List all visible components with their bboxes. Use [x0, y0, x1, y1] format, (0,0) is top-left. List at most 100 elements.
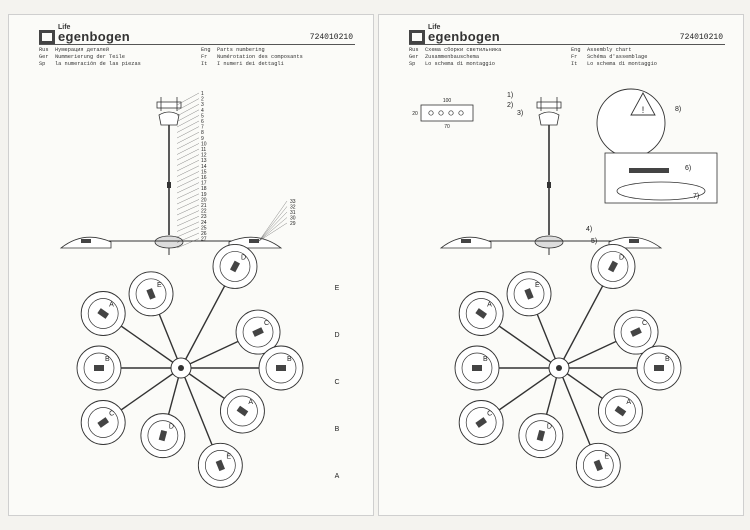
part-number: 10 — [201, 141, 207, 147]
lamp-holder — [524, 288, 534, 300]
lamp-holder — [475, 417, 487, 428]
part-number: 25 — [201, 225, 207, 231]
leader-line — [176, 92, 200, 106]
part-number: 8 — [201, 130, 204, 136]
step-label: 4) — [586, 226, 592, 233]
lamp-holder — [236, 405, 249, 417]
caption-text: la numeración de las piezas — [55, 61, 141, 67]
part-number: 32 — [290, 205, 296, 211]
lamp-shade-inner — [465, 407, 497, 438]
caption-text: I numeri dei dettagli — [217, 61, 284, 67]
lamp-letter: D — [241, 254, 246, 261]
leader-line — [176, 165, 200, 177]
part-number: 23 — [201, 214, 207, 220]
leader-line — [176, 238, 200, 249]
leader-line — [176, 104, 200, 117]
detail-circle — [596, 88, 666, 158]
lang-code: Fr — [201, 54, 208, 60]
part-number: 24 — [201, 220, 207, 226]
lang-code: Sp — [39, 61, 46, 67]
leader-line — [176, 204, 200, 216]
part-number: 9 — [201, 136, 204, 142]
lamp-letter: B — [105, 356, 110, 363]
part-number: 5 — [201, 113, 204, 119]
lamp-holder — [146, 288, 156, 300]
lamp-shade-inner — [219, 251, 251, 282]
canopy-plate — [156, 101, 182, 109]
canopy-cup — [538, 111, 560, 126]
part-number: 33 — [290, 199, 296, 205]
leader-line — [176, 216, 200, 227]
part-number: 12 — [201, 153, 207, 159]
canopy-dim-box — [420, 104, 474, 122]
leader-line — [176, 148, 200, 161]
lamp-shade-inner — [83, 352, 115, 384]
lang-code: Sp — [409, 61, 416, 67]
part-number: 2 — [201, 97, 204, 103]
lamp-letter: D — [619, 254, 624, 261]
lamp-letter: E — [535, 282, 540, 289]
lamp-holder — [475, 308, 487, 319]
lamp-holder — [158, 430, 168, 442]
lamp-shade-inner — [87, 298, 119, 329]
mount-hole — [448, 110, 454, 116]
lamp-socket — [629, 239, 639, 243]
lang-code: Eng — [571, 47, 581, 53]
shade-letter: C — [334, 379, 339, 386]
lamp-holder — [472, 365, 482, 371]
brand-life: Life — [58, 24, 71, 31]
mount-hole — [458, 110, 464, 116]
dim-inner: 70 — [444, 124, 450, 130]
lamp-letter: A — [626, 399, 631, 406]
lamp-socket — [461, 239, 471, 243]
leader-line — [258, 211, 288, 242]
part-number: 16 — [201, 175, 207, 181]
part-number: 6 — [201, 119, 204, 125]
part-number: 26 — [201, 231, 207, 237]
lamp-holder — [97, 308, 109, 319]
part-number: 3 — [201, 102, 204, 108]
lamp-letter: D — [547, 424, 552, 431]
step-label: 5) — [591, 238, 597, 245]
part-number: 11 — [201, 147, 206, 153]
leader-line — [176, 154, 200, 166]
leader-line — [258, 217, 288, 242]
header-divider — [39, 44, 355, 45]
hub — [154, 235, 184, 249]
leader-line — [176, 132, 200, 144]
leader-line — [176, 232, 200, 243]
lamp-letter: B — [665, 356, 670, 363]
mount-hole — [438, 110, 444, 116]
brand-name: egenbogen — [428, 29, 501, 44]
dim-height: 20 — [412, 111, 418, 117]
leader-line — [176, 227, 200, 238]
shade-letter: E — [335, 285, 340, 292]
part-number: 4 — [201, 108, 204, 114]
lang-code: Rus — [39, 47, 49, 53]
star-hub-center — [556, 365, 562, 371]
step-label: 3) — [517, 110, 523, 117]
lamp-holder — [614, 405, 627, 417]
step-label: 8) — [675, 106, 681, 113]
lamp-holder — [607, 260, 618, 273]
lamp-shade-inner — [513, 278, 545, 310]
lamp-holder — [94, 365, 104, 371]
lamp-letter: A — [248, 399, 253, 406]
canopy-plate — [536, 101, 562, 109]
lamp-shade-inner — [242, 316, 274, 348]
lamp-shade-inner — [643, 352, 675, 384]
parts-numbering-diagram: 1234567891011121314151617181920212223242… — [59, 91, 340, 488]
step-label: 1) — [507, 92, 513, 99]
lamp-shade-inner — [265, 352, 297, 384]
leader-line — [176, 120, 200, 133]
shade-letter: B — [335, 426, 340, 433]
leader-line — [258, 206, 288, 242]
rod-coupler — [547, 182, 551, 188]
leader-line — [176, 171, 200, 183]
part-number: 13 — [201, 158, 207, 164]
leader-line — [176, 182, 200, 194]
